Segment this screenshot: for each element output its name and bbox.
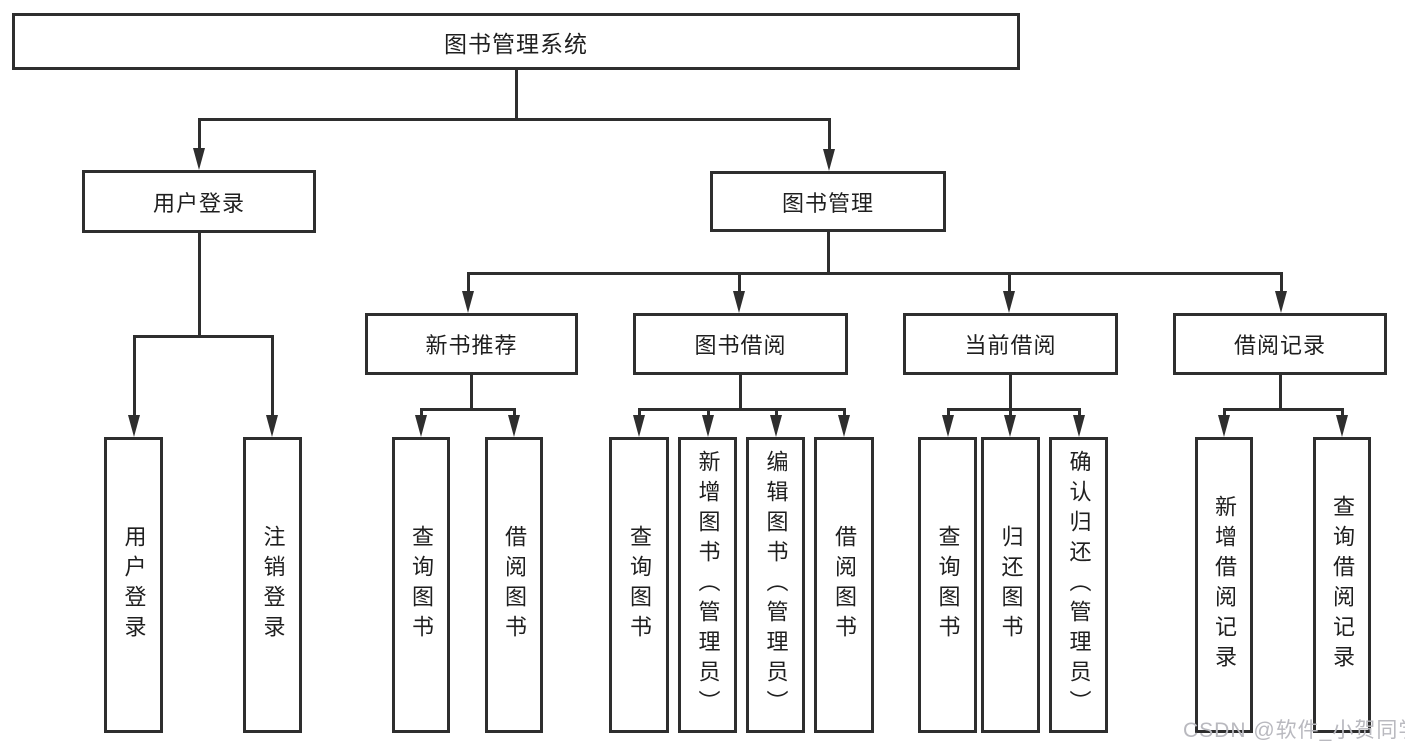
connector-line — [470, 375, 473, 408]
connector-line — [420, 408, 423, 417]
arrowhead-down-icon — [128, 415, 140, 437]
node-label: 图书管理系统 — [444, 30, 588, 57]
arrowhead-down-icon — [733, 291, 745, 313]
leaf-borrow-books: 借阅图书 — [814, 437, 874, 733]
node-label: 当前借阅 — [964, 333, 1057, 358]
leaf-edit-books-admin: 编辑图书（管理员） — [746, 437, 805, 733]
node-borrowing-records: 借阅记录 — [1173, 313, 1387, 375]
connector-line — [1008, 272, 1011, 293]
node-label: 借阅记录 — [1233, 333, 1326, 358]
node-label: 图书借阅 — [694, 333, 787, 358]
arrowhead-down-icon — [193, 148, 205, 170]
leaf-query-books-borrowing: 查询图书 — [609, 437, 669, 733]
leaf-logout: 注销登录 — [243, 437, 302, 733]
node-label: 查询图书 — [409, 525, 434, 645]
connector-line — [707, 408, 710, 417]
node-book-borrowing: 图书借阅 — [633, 313, 848, 375]
connector-line — [1009, 375, 1012, 408]
connector-line — [1279, 375, 1282, 408]
arrowhead-down-icon — [508, 415, 520, 437]
arrowhead-down-icon — [266, 415, 278, 437]
node-label: 借阅图书 — [832, 525, 857, 645]
node-user-login: 用户登录 — [82, 170, 316, 233]
connector-line — [1078, 408, 1081, 417]
node-book-management: 图书管理 — [710, 171, 946, 232]
arrowhead-down-icon — [1073, 415, 1085, 437]
node-label: 查询图书 — [627, 525, 652, 645]
node-label: 归还图书 — [998, 525, 1024, 645]
node-library-management-system: 图书管理系统 — [12, 13, 1020, 70]
leaf-query-books-current: 查询图书 — [918, 437, 977, 733]
node-label: 借阅图书 — [502, 525, 527, 645]
connector-line — [1280, 272, 1283, 293]
connector-line — [638, 408, 641, 417]
arrowhead-down-icon — [462, 291, 474, 313]
node-label: 用户登录 — [152, 190, 245, 216]
node-label: 注销登录 — [260, 525, 286, 645]
arrowhead-down-icon — [1003, 291, 1015, 313]
node-label: 图书管理 — [781, 190, 874, 216]
arrowhead-down-icon — [633, 415, 645, 437]
node-label: 新增借阅记录 — [1212, 495, 1237, 675]
connector-line — [133, 335, 136, 417]
connector-line — [828, 118, 831, 150]
connector-line — [775, 408, 778, 417]
leaf-return-books: 归还图书 — [981, 437, 1040, 733]
node-label: 新书推荐 — [425, 333, 518, 358]
connector-line — [843, 408, 846, 417]
connector-line — [198, 233, 201, 335]
node-label: 查询借阅记录 — [1330, 495, 1355, 675]
connector-line — [467, 272, 470, 293]
node-label: 确认归还（管理员） — [1066, 450, 1092, 720]
leaf-user-login: 用户登录 — [104, 437, 163, 733]
node-new-book-recommendation: 新书推荐 — [365, 313, 578, 375]
connector-line — [420, 408, 516, 411]
connector-line — [271, 335, 274, 417]
arrowhead-down-icon — [838, 415, 850, 437]
connector-line — [1341, 408, 1344, 417]
arrowhead-down-icon — [1218, 415, 1230, 437]
arrowhead-down-icon — [1004, 415, 1016, 437]
arrowhead-down-icon — [1336, 415, 1348, 437]
leaf-add-books-admin: 新增图书（管理员） — [678, 437, 737, 733]
connector-line — [1009, 408, 1012, 417]
watermark: CSDN @软件_小贺同学 — [1183, 719, 1405, 742]
connector-line — [638, 408, 846, 411]
arrowhead-down-icon — [942, 415, 954, 437]
leaf-borrow-books-recommend: 借阅图书 — [485, 437, 543, 733]
connector-line — [198, 118, 831, 121]
leaf-add-borrow-record: 新增借阅记录 — [1195, 437, 1253, 733]
connector-line — [1223, 408, 1344, 411]
node-label: 编辑图书（管理员） — [763, 450, 789, 720]
arrowhead-down-icon — [702, 415, 714, 437]
arrowhead-down-icon — [415, 415, 427, 437]
arrowhead-down-icon — [770, 415, 782, 437]
leaf-query-borrow-record: 查询借阅记录 — [1313, 437, 1371, 733]
arrowhead-down-icon — [823, 149, 835, 171]
connector-line — [467, 272, 1283, 275]
arrowhead-down-icon — [1275, 291, 1287, 313]
connector-line — [947, 408, 1081, 411]
node-current-borrowing: 当前借阅 — [903, 313, 1118, 375]
leaf-confirm-return-admin: 确认归还（管理员） — [1049, 437, 1108, 733]
connector-line — [827, 232, 830, 274]
connector-line — [198, 118, 201, 150]
node-label: 用户登录 — [121, 525, 147, 645]
node-label: 新增图书（管理员） — [695, 450, 721, 720]
connector-line — [515, 70, 518, 118]
connector-line — [133, 335, 274, 338]
connector-line — [947, 408, 950, 417]
connector-line — [739, 375, 742, 408]
connector-line — [513, 408, 516, 417]
leaf-query-books-recommend: 查询图书 — [392, 437, 450, 733]
node-label: 查询图书 — [935, 525, 961, 645]
connector-line — [738, 272, 741, 293]
connector-line — [1223, 408, 1226, 417]
